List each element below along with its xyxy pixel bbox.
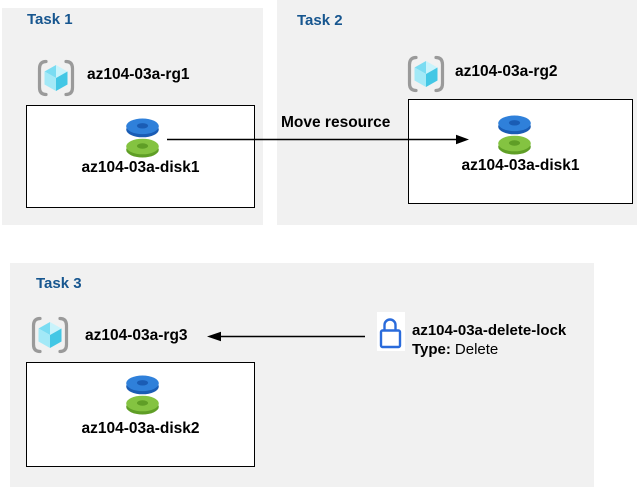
- lock-arrow-icon: [207, 329, 365, 349]
- task3-disk-label: az104-03a-disk2: [81, 420, 200, 437]
- lock-tile: [377, 312, 405, 351]
- disk-icon: [124, 116, 161, 160]
- delete-lock-name: az104-03a-delete-lock: [412, 322, 567, 339]
- task2-rg-label: az104-03a-rg2: [455, 63, 558, 80]
- disk-icon: [124, 373, 161, 417]
- lock-type-label: Type:: [412, 341, 451, 358]
- task3-rg-label: az104-03a-rg3: [85, 327, 188, 344]
- lock-type-value: Delete: [454, 341, 499, 358]
- resource-group-icon: [34, 58, 78, 98]
- delete-lock-type: Type:Delete: [412, 341, 498, 358]
- task3-title: Task 3: [36, 275, 82, 292]
- move-resource-label: Move resource: [281, 114, 391, 131]
- task1-disk-label: az104-03a-disk1: [81, 159, 200, 176]
- task1-rg-label: az104-03a-rg1: [87, 66, 190, 83]
- task2-title: Task 2: [297, 12, 343, 29]
- resource-group-icon: [404, 54, 448, 94]
- lock-icon: [377, 312, 405, 351]
- move-arrow-icon: [167, 132, 469, 152]
- disk-icon: [496, 113, 533, 157]
- task2-disk-label: az104-03a-disk1: [461, 157, 580, 174]
- task1-title: Task 1: [27, 11, 73, 28]
- resource-group-icon: [28, 315, 72, 355]
